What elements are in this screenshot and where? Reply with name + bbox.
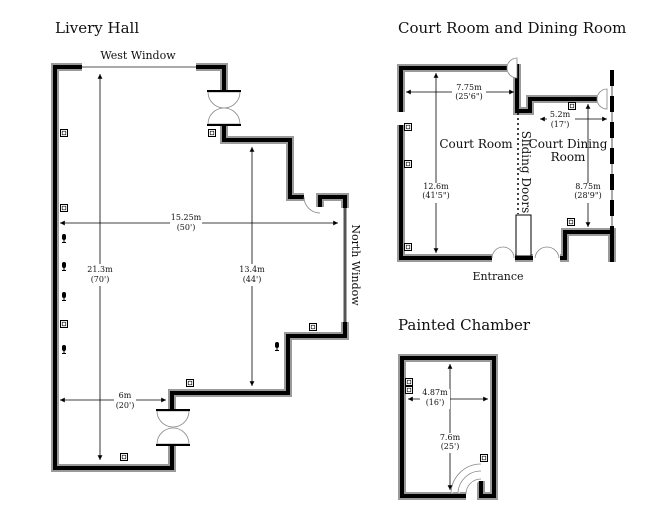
north-window-label: North Window [349,224,362,306]
court-room-walls [397,64,616,262]
entrance-doors[interactable] [491,246,560,259]
power-socket-icon [60,320,68,328]
power-socket-icon [404,160,412,168]
dining-room-label-line2: Room [551,150,586,164]
power-socket-icon [404,123,412,131]
power-socket-icon [60,204,68,212]
length-label: 21.3m [87,265,113,274]
power-socket-icon [404,243,412,251]
microphone-icon [62,262,66,271]
livery-hall-door-top[interactable] [207,90,241,126]
short-width-ft-label: (20') [116,401,135,410]
power-socket-icon [405,386,413,394]
microphone-icon [62,292,66,301]
chamber-width-ft-label: (16') [426,398,445,407]
court-length-label: 12.6m [423,182,449,191]
power-socket-icon [309,323,317,331]
length2-ft-label: (44') [243,275,262,284]
painted-chamber-walls [398,354,498,500]
chamber-width-label: 4.87m [422,388,448,397]
dining-room-door[interactable] [596,88,608,110]
dining-length-ft-label: (28'9") [574,191,601,200]
sliding-doors-pocket [515,214,532,257]
dining-width-label: 5.2m [550,110,571,119]
court-room-door[interactable] [506,57,518,79]
west-window-label: West Window [100,49,176,62]
dining-room-label-line1: Court Dining [529,137,608,151]
court-width-label: 7.75m [456,83,482,92]
dining-width-ft-label: (17') [551,120,570,129]
power-socket-icon [405,378,413,386]
power-socket-icon [120,453,128,461]
livery-hall-walls [51,63,349,472]
power-socket-icon [568,102,576,110]
court-width-ft-label: (25'6") [455,92,482,101]
livery-hall-title: Livery Hall [55,19,139,37]
livery-hall-side-door[interactable] [303,196,321,214]
power-socket-icon [60,129,68,137]
width-ft-label: (50') [177,223,196,232]
livery-hall-door-bottom[interactable] [156,409,190,446]
microphone-icon [62,345,66,354]
court-rooms-title: Court Room and Dining Room [398,19,626,37]
dining-length-label: 8.75m [575,182,601,191]
microphone-icon [275,342,279,351]
power-socket-icon [480,454,488,462]
power-socket-icon [208,129,216,137]
length2-label: 13.4m [239,265,265,274]
court-room-label: Court Room [439,137,513,151]
painted-chamber-door[interactable] [450,463,482,495]
microphone-icon [62,234,66,243]
chamber-length-ft-label: (25') [441,442,460,451]
length-ft-label: (70') [91,275,110,284]
painted-chamber-title: Painted Chamber [398,316,531,334]
entrance-label: Entrance [472,270,523,283]
power-socket-icon [567,218,575,226]
chamber-length-label: 7.6m [440,433,461,442]
court-length-ft-label: (41'5") [422,191,449,200]
short-width-label: 6m [119,391,132,400]
sliding-doors-label: Sliding Doors [519,131,533,214]
width-label: 15.25m [171,213,202,222]
power-socket-icon [186,379,194,387]
